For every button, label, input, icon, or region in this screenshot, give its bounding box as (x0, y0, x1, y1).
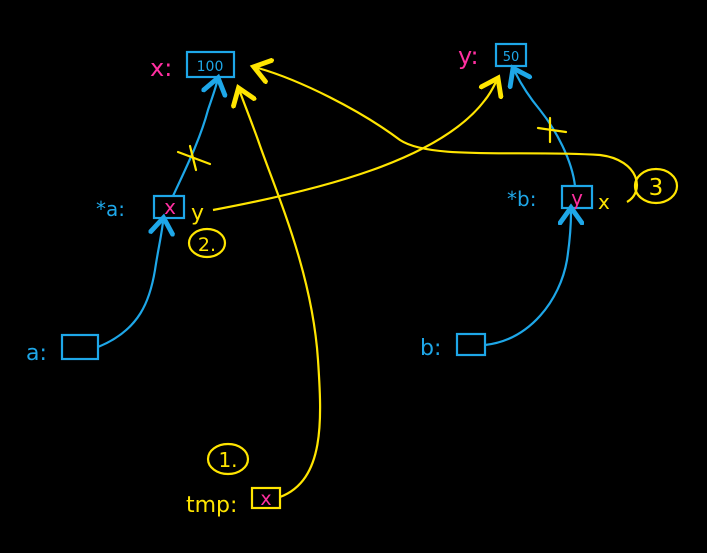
annotation-star-b: x (598, 190, 610, 214)
arrow-b-to-star-b (484, 212, 571, 347)
arrow-star-b-to-x (258, 68, 638, 203)
label-y: y: (458, 42, 479, 70)
label-x: x: (150, 54, 172, 82)
cell-tmp: x (260, 488, 271, 510)
label-tmp: tmp: (186, 493, 237, 518)
variable-star-b: *b: y x (507, 184, 610, 214)
step-3-label: 3 (649, 175, 664, 201)
strike-mark-b (536, 116, 568, 144)
step-2-label: 2. (198, 234, 216, 256)
label-a: a: (26, 341, 47, 366)
variable-b: b: (420, 332, 487, 361)
cell-star-b: y (571, 186, 583, 210)
annotation-star-a: y (191, 201, 204, 226)
step-3: 3 (633, 167, 679, 205)
variable-star-a: *a: x y (96, 194, 204, 226)
arrow-star-b-to-y (515, 72, 577, 187)
arrow-a-to-star-a (97, 222, 163, 349)
strike-mark-a (176, 144, 212, 172)
arrow-star-a-to-x (172, 82, 217, 197)
step-1: 1. (206, 442, 250, 476)
box-a (60, 333, 100, 361)
label-b: b: (420, 336, 441, 361)
variable-x: x: 100 (150, 50, 236, 82)
variable-y: y: 50 (458, 42, 528, 70)
variable-tmp: tmp: x (186, 486, 282, 518)
arrow-star-a-to-y (212, 82, 496, 212)
value-x: 100 (197, 59, 224, 75)
label-star-b: *b: (507, 187, 536, 211)
box-tmp (250, 486, 282, 510)
variable-a: a: (26, 333, 100, 366)
cell-star-a: x (164, 195, 176, 219)
value-y: 50 (503, 50, 520, 65)
box-b (455, 332, 487, 357)
step-1-label: 1. (218, 448, 237, 472)
step-2: 2. (187, 227, 227, 259)
arrow-tmp-to-x (240, 92, 322, 499)
label-star-a: *a: (96, 197, 125, 221)
